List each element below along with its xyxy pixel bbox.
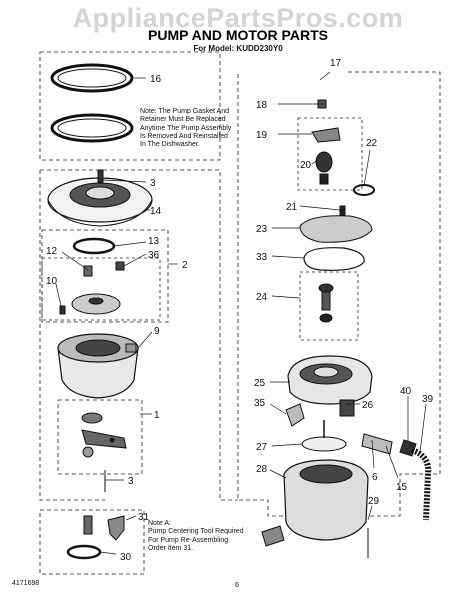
right-assembly-parts bbox=[299, 99, 375, 323]
callout-6: 6 bbox=[372, 472, 378, 483]
callout-12: 12 bbox=[46, 246, 58, 257]
callout-27: 27 bbox=[256, 442, 268, 453]
callout-30: 30 bbox=[120, 552, 132, 563]
callout-35: 35 bbox=[254, 398, 266, 409]
note-centering-tool: Note A: Pump Centering Tool Required For… bbox=[148, 520, 244, 552]
callout-23: 23 bbox=[256, 224, 268, 235]
watermark: AppliancePartsPros.com bbox=[72, 3, 404, 33]
pump-cover-14 bbox=[47, 169, 153, 227]
callout-39: 39 bbox=[422, 394, 434, 405]
callout-24: 24 bbox=[256, 292, 268, 303]
callout-19: 19 bbox=[256, 130, 268, 141]
impeller-parts bbox=[59, 237, 125, 315]
callout-21: 21 bbox=[286, 202, 298, 213]
impeller-kit-box bbox=[41, 229, 169, 323]
page-title: PUMP AND MOTOR PARTS bbox=[148, 27, 328, 43]
callout-1: 1 bbox=[154, 410, 160, 421]
chopper-kit-box bbox=[57, 399, 143, 475]
callout-3-bottom: 3 bbox=[128, 476, 134, 487]
pump-housing-9 bbox=[57, 333, 139, 399]
note-pump-gasket: Note: The Pump Gasket And Retainer Must … bbox=[140, 108, 232, 149]
callout-14: 14 bbox=[150, 206, 162, 217]
callout-26: 26 bbox=[362, 400, 374, 411]
centering-tool bbox=[66, 515, 125, 560]
callout-22: 22 bbox=[366, 138, 378, 149]
callout-16: 16 bbox=[150, 74, 162, 85]
callout-18: 18 bbox=[256, 100, 268, 111]
document-number: 4171698 bbox=[12, 580, 40, 587]
callout-25: 25 bbox=[254, 378, 266, 389]
gasket-kit-box bbox=[39, 51, 221, 161]
assembly-17-border bbox=[237, 71, 441, 517]
callout-3-top: 3 bbox=[150, 178, 156, 189]
hose-assembly bbox=[361, 433, 432, 521]
pump-base-25 bbox=[285, 355, 373, 427]
callout-29: 29 bbox=[368, 496, 380, 507]
callout-40: 40 bbox=[400, 386, 412, 397]
valve-box-19 bbox=[297, 117, 363, 191]
callout-31: 31 bbox=[138, 512, 150, 523]
callout-15: 15 bbox=[396, 482, 408, 493]
callouts: 16 3 14 13 36 2 12 10 9 1 3 31 30 17 18 … bbox=[46, 58, 434, 563]
callout-33: 33 bbox=[256, 252, 268, 263]
page-number: 6 bbox=[235, 582, 239, 589]
motor-28 bbox=[261, 420, 369, 558]
leader-lines bbox=[55, 71, 427, 555]
callout-20: 20 bbox=[300, 160, 312, 171]
callout-10: 10 bbox=[46, 276, 58, 287]
callout-9: 9 bbox=[154, 326, 160, 337]
callout-2: 2 bbox=[182, 260, 188, 271]
left-assembly-border bbox=[39, 169, 238, 501]
callout-28: 28 bbox=[256, 464, 268, 475]
seal-box-24 bbox=[299, 271, 359, 341]
model-label: For Model: KUDD230Y0 bbox=[193, 44, 283, 53]
callout-36: 36 bbox=[148, 250, 160, 261]
callout-13: 13 bbox=[148, 236, 160, 247]
callout-17: 17 bbox=[330, 58, 342, 69]
tool-kit-box bbox=[39, 509, 145, 575]
gaskets-16 bbox=[50, 63, 134, 143]
chopper-assembly-1 bbox=[81, 412, 127, 492]
